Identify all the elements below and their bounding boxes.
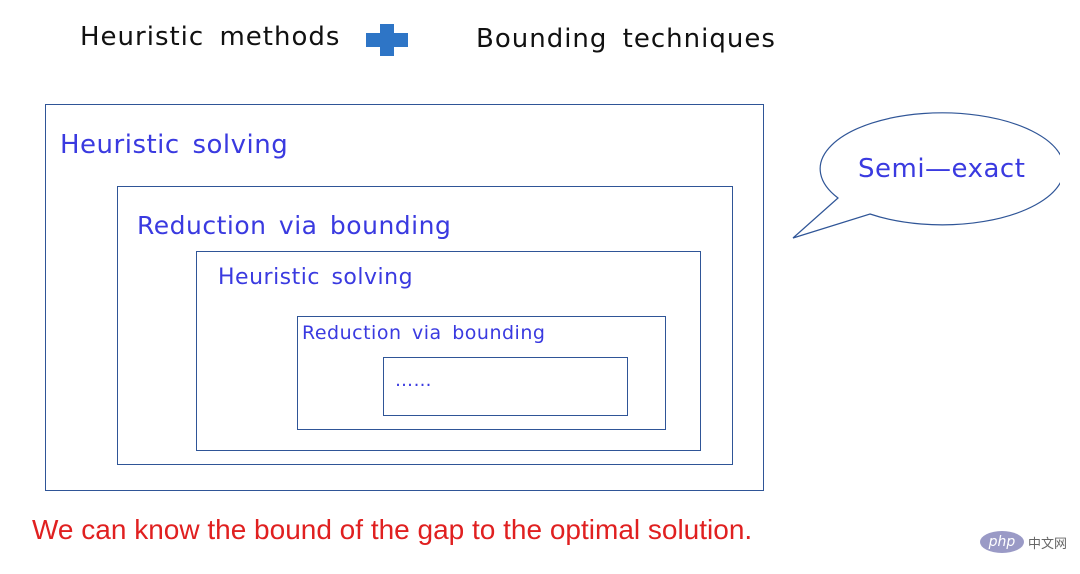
box-level-2 <box>117 186 733 465</box>
box-level-4-label: Reduction via bounding <box>302 322 546 344</box>
box-level-5 <box>383 357 628 416</box>
box-level-1 <box>45 104 764 491</box>
box-level-3 <box>196 251 701 451</box>
php-logo-mark: php <box>980 531 1024 553</box>
semi-exact-label: Semi—exact <box>858 154 1026 184</box>
box-level-2-label: Reduction via bounding <box>137 211 452 240</box>
conclusion-text: We can know the bound of the gap to the … <box>32 514 753 545</box>
speech-bubble <box>792 112 1060 239</box>
plus-icon <box>366 24 408 56</box>
box-level-5-label: …… <box>395 370 432 391</box>
bounding-techniques-label: Bounding techniques <box>476 24 776 54</box>
box-level-4 <box>297 316 666 430</box>
php-logo-suffix: 中文网 <box>1028 536 1068 552</box>
heuristic-methods-label: Heuristic methods <box>80 22 341 52</box>
box-level-1-label: Heuristic solving <box>60 130 289 160</box>
php-logo: php 中文网 <box>980 530 1067 554</box>
box-level-3-label: Heuristic solving <box>218 265 414 290</box>
